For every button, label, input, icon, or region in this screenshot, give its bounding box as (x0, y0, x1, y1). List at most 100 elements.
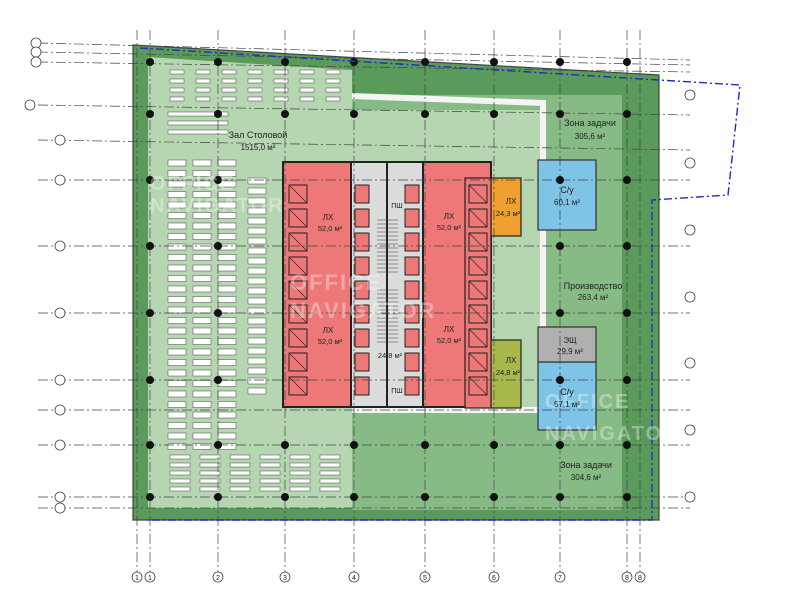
dining-table (169, 454, 191, 460)
dining-table (217, 390, 237, 398)
lift-cab (354, 208, 370, 228)
column-dot (214, 176, 222, 184)
dining-table (217, 411, 237, 419)
lh-orange-area: 24,3 м² (496, 209, 521, 218)
dining-table (247, 357, 267, 365)
lift-cab (404, 184, 420, 204)
dining-table (192, 285, 212, 293)
axis-bubble-right (684, 357, 696, 369)
dining-table (247, 237, 267, 245)
lift-cab-diag (468, 280, 488, 300)
dining-table (299, 96, 315, 102)
wc-top-room (537, 159, 597, 231)
watermark-line-2: NAVIGATOR (290, 298, 436, 323)
dining-table (199, 486, 221, 492)
dining-table (247, 277, 267, 285)
column-dot (350, 441, 358, 449)
dining-table (167, 159, 187, 167)
lh-4-label: ЛХ (444, 325, 455, 334)
wc-top-area: 60,1 м² (554, 198, 580, 207)
lift-cab-diag (468, 208, 488, 228)
axis-bubble (30, 37, 42, 49)
column-dot (421, 58, 429, 66)
dining-table (192, 212, 212, 219)
axis-bubble-right (684, 424, 696, 436)
dining-table (167, 369, 187, 377)
dining-table (217, 170, 237, 177)
dining-table (192, 359, 212, 366)
dining-table (192, 348, 212, 356)
axis-bottom-label: 8 (638, 575, 642, 582)
dining-table (319, 470, 341, 476)
dining-table (169, 87, 185, 93)
dining-table (167, 348, 187, 356)
dining-table (167, 338, 187, 345)
column-dot (214, 242, 222, 250)
lh-4-area: 52,0 м² (437, 336, 462, 345)
dining-table (167, 111, 229, 117)
lift-cab (354, 304, 370, 324)
column-dot (146, 58, 154, 66)
column-dot (623, 58, 631, 66)
lift-cab (404, 376, 420, 396)
dining-table (192, 233, 212, 240)
axis-bottom-label: 2 (216, 575, 220, 582)
dining-table (247, 87, 263, 93)
axis-bottom-bubble (144, 571, 156, 583)
lift-cab (354, 352, 370, 372)
dining-table (229, 486, 251, 492)
lift-cab-diag (288, 280, 308, 300)
dining-table (192, 338, 212, 345)
dining-table (217, 401, 237, 408)
column-dot (146, 376, 154, 384)
dining-table (247, 307, 267, 315)
dining-table (169, 486, 191, 492)
axis-bottom-bubble (348, 571, 360, 583)
lift-cab (404, 232, 420, 252)
axis-bubble (54, 491, 66, 503)
dining-table (167, 254, 187, 261)
dining-table (167, 243, 187, 251)
dining-table (247, 227, 267, 235)
dining-table (195, 78, 211, 84)
dining-table (247, 347, 267, 355)
dining-table (199, 470, 221, 476)
core-small-area: 24,8 м² (378, 351, 403, 360)
dining-table (192, 432, 212, 440)
zone-top-area: 305,6 м² (575, 132, 606, 141)
dining-table (247, 337, 267, 345)
axis-bottom-label: 3 (283, 575, 287, 582)
dining-table (247, 367, 267, 375)
column-dot (214, 441, 222, 449)
production-label: Производство (564, 281, 623, 291)
dining-table (167, 191, 187, 198)
dining-table (192, 411, 212, 419)
dining-table (167, 411, 187, 419)
dining-table (192, 243, 212, 251)
dining-table (167, 180, 187, 188)
column-dot (556, 441, 564, 449)
column-dot (146, 493, 154, 501)
column-dot (556, 242, 564, 250)
axis-bubble (54, 174, 66, 186)
column-dot (350, 493, 358, 501)
dining-table (247, 267, 267, 275)
column-dot (146, 110, 154, 118)
watermark-line-1: OFFICE (290, 270, 383, 295)
axis-bottom-bubble (212, 571, 224, 583)
shaft-1-label: ПШ (391, 203, 402, 210)
zone-bottom-area: 304,6 м² (571, 473, 602, 482)
wc-top-label: С/у (560, 185, 574, 195)
dining-table (299, 69, 315, 75)
column-dot (490, 441, 498, 449)
dining-tables (167, 69, 341, 492)
axis-bottom-label: 1 (148, 575, 152, 582)
dining-table (169, 478, 191, 484)
column-dot (556, 176, 564, 184)
dining-table (217, 285, 237, 293)
column-dot (623, 309, 631, 317)
column-dot (556, 309, 564, 317)
dining-table (192, 180, 212, 188)
dining-table (229, 454, 251, 460)
